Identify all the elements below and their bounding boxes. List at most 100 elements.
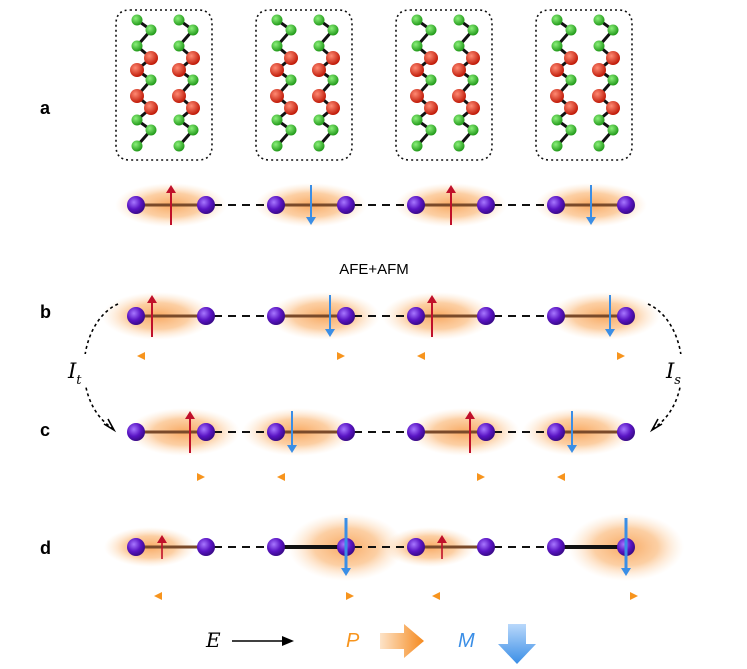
green-atom	[453, 14, 465, 26]
polarization-right-arrow	[337, 352, 345, 360]
red-atom	[284, 51, 298, 65]
time-reversal-operator: It	[62, 354, 102, 388]
red-atom	[564, 101, 578, 115]
green-atom	[453, 140, 465, 152]
green-atom	[131, 114, 143, 126]
purple-atom	[477, 196, 495, 214]
spin-down-arrow	[287, 445, 297, 453]
polarization-right-arrow	[477, 473, 485, 481]
symmetry-arc-right	[647, 303, 683, 433]
chain-row-a	[115, 183, 647, 227]
green-atom	[327, 74, 339, 86]
red-atom	[186, 101, 200, 115]
chain-row-d	[104, 513, 684, 600]
molecular-unit	[395, 9, 493, 161]
green-atom	[131, 14, 143, 26]
green-atom	[187, 74, 199, 86]
spin-up-arrow	[437, 535, 447, 543]
purple-atom	[547, 538, 565, 556]
green-atom	[453, 114, 465, 126]
purple-atom	[477, 307, 495, 325]
purple-atom	[197, 538, 215, 556]
green-atom	[313, 40, 325, 52]
red-atom	[410, 89, 424, 103]
purple-atom	[477, 423, 495, 441]
green-atom	[313, 114, 325, 126]
purple-atom	[477, 538, 495, 556]
purple-atom	[267, 196, 285, 214]
purple-atom	[267, 538, 285, 556]
polarization-left-arrow	[432, 592, 440, 600]
red-atom	[144, 101, 158, 115]
green-atom	[313, 14, 325, 26]
purple-atom	[267, 423, 285, 441]
electric-field-arrow-icon	[232, 636, 294, 646]
polarization-left-arrow	[277, 473, 285, 481]
red-atom	[144, 51, 158, 65]
green-atom	[173, 14, 185, 26]
green-atom	[467, 24, 479, 36]
red-atom	[466, 51, 480, 65]
green-atom	[145, 124, 157, 136]
spin-down-arrow	[341, 568, 351, 576]
purple-atom	[337, 307, 355, 325]
panel-b-title: AFE+AFM	[339, 261, 409, 278]
green-atom	[131, 40, 143, 52]
green-atom	[285, 124, 297, 136]
purple-atom	[337, 196, 355, 214]
red-atom	[130, 63, 144, 77]
dotted-unit-box	[115, 9, 213, 161]
purple-atom	[337, 423, 355, 441]
purple-atom	[197, 307, 215, 325]
spin-up-arrow	[465, 411, 475, 419]
dotted-unit-box	[255, 9, 353, 161]
molecular-unit	[535, 9, 633, 161]
green-atom	[411, 140, 423, 152]
spin-up-arrow	[427, 295, 437, 303]
red-atom	[550, 63, 564, 77]
red-atom	[564, 51, 578, 65]
red-atom	[326, 51, 340, 65]
purple-atom	[127, 538, 145, 556]
purple-atom	[617, 196, 635, 214]
green-atom	[467, 124, 479, 136]
purple-atom	[547, 196, 565, 214]
spin-down-arrow	[567, 445, 577, 453]
green-atom	[551, 14, 563, 26]
green-atom	[593, 14, 605, 26]
red-atom	[130, 89, 144, 103]
green-atom	[551, 114, 563, 126]
red-atom	[606, 51, 620, 65]
green-atom	[411, 40, 423, 52]
green-atom	[271, 14, 283, 26]
spin-up-arrow	[166, 185, 176, 193]
polarization-right-arrow	[197, 473, 205, 481]
polarization-left-arrow	[417, 352, 425, 360]
purple-atom	[407, 307, 425, 325]
green-atom	[145, 74, 157, 86]
chain-row-c	[127, 408, 635, 481]
green-atom	[593, 114, 605, 126]
panel-label-d: d	[40, 538, 51, 558]
purple-atom	[617, 307, 635, 325]
green-atom	[453, 40, 465, 52]
green-atom	[593, 40, 605, 52]
purple-atom	[547, 307, 565, 325]
polarization-left-arrow	[557, 473, 565, 481]
green-atom	[271, 40, 283, 52]
green-atom	[173, 114, 185, 126]
green-atom	[607, 74, 619, 86]
red-atom	[424, 101, 438, 115]
green-atom	[131, 140, 143, 152]
red-atom	[270, 89, 284, 103]
green-atom	[327, 24, 339, 36]
green-atom	[565, 74, 577, 86]
red-atom	[452, 63, 466, 77]
green-atom	[173, 40, 185, 52]
polarization-left-arrow	[154, 592, 162, 600]
green-atom	[565, 24, 577, 36]
green-atom	[607, 24, 619, 36]
spin-down-arrow	[621, 568, 631, 576]
purple-atom	[197, 423, 215, 441]
